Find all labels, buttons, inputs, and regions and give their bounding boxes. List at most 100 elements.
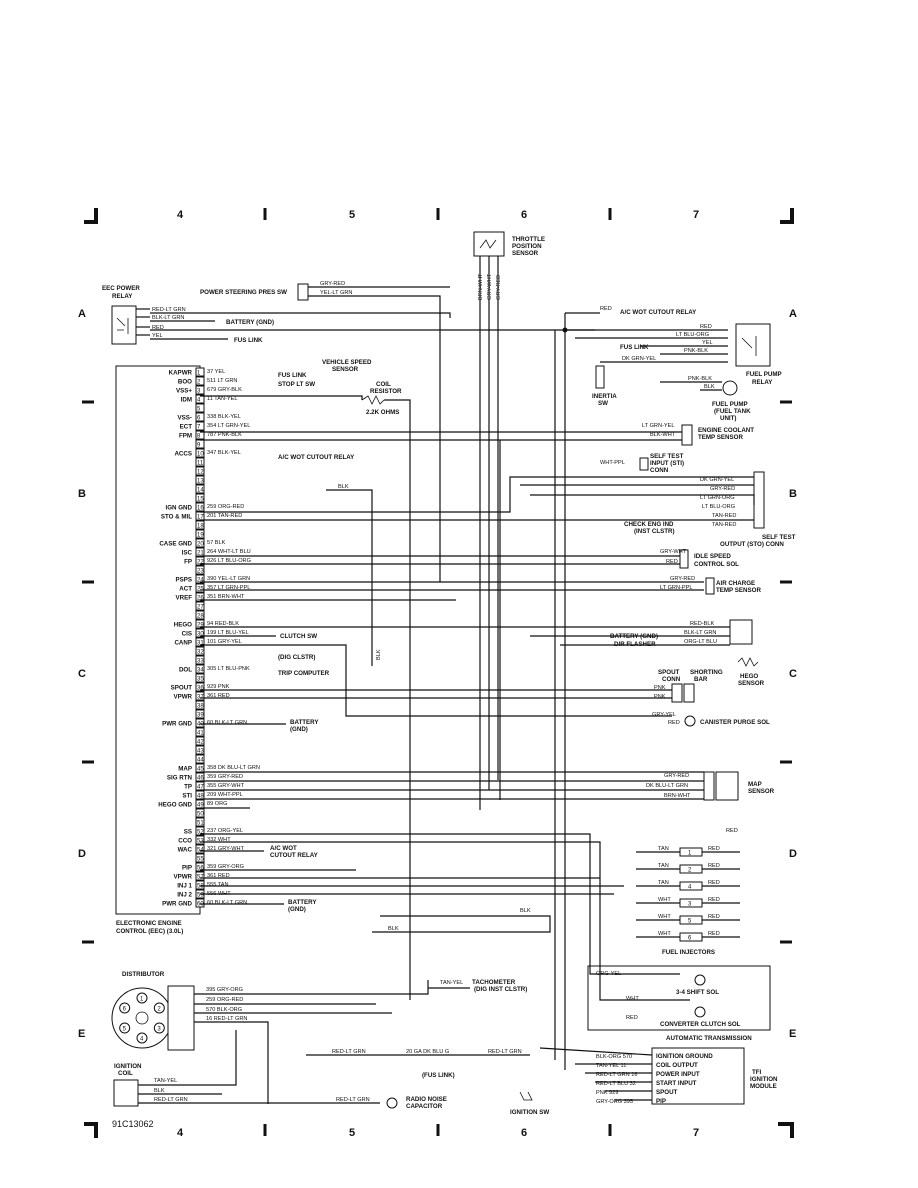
eec-pin-function: ISC: [182, 550, 193, 557]
eec-pin-function: KAPWR: [169, 370, 193, 377]
eec-pin-wire: 358 DK BLU-LT GRN: [207, 765, 260, 771]
eec-pin-box: [195, 538, 205, 548]
power-steering-label: POWER STEERING PRES SW: [200, 289, 287, 296]
battery-gnd-top: BATTERY (GND): [226, 319, 274, 326]
blk-4: BLK: [388, 926, 399, 932]
eec-pin-number: 23: [197, 569, 204, 575]
coil-resistor-label-1: COIL: [376, 381, 391, 388]
injector-number: 3: [688, 902, 692, 908]
routing-wires: [200, 395, 755, 1101]
eec-pin-function: CIS: [182, 631, 192, 638]
act-wire-2: LT GRN-PPL: [660, 585, 692, 591]
distributor-terminal: 6: [119, 1002, 131, 1014]
eec-module-label-1: ELECTRONIC ENGINE: [116, 920, 182, 927]
col-label-top-5: 5: [349, 209, 355, 221]
shorting-bar: [683, 683, 695, 703]
tps-wire-3: GRY-RED: [496, 275, 502, 300]
eec-pin-number: 36: [197, 686, 204, 692]
battery-gnd-pin40-2: (GND): [290, 726, 308, 733]
distributor-label: DISTRIBUTOR: [122, 971, 165, 978]
ect-label-2: TEMP SENSOR: [698, 434, 743, 441]
fr-wire-3: YEL: [702, 340, 713, 346]
eec-pin-row: 42: [195, 736, 205, 746]
col-label-bottom-7: 7: [693, 1127, 699, 1139]
eec-pin-box: [195, 502, 205, 512]
tfi-pin-label: IGNITION GROUND: [656, 1053, 713, 1060]
eec-pin-box: [195, 619, 205, 629]
fuel-pump-relay-label-2: RELAY: [752, 379, 773, 386]
tfi-pin-wire: TAN-YEL 11: [596, 1063, 626, 1069]
eec-pin-box: [195, 367, 205, 377]
col-label-bottom-6: 6: [521, 1127, 527, 1139]
eec-pin-number: 18: [197, 524, 204, 530]
eec-pin-row: 50: [195, 808, 205, 818]
sto-wire-5: TAN-RED: [712, 513, 736, 519]
col-label-bottom-4: 4: [177, 1127, 184, 1139]
eec-pin-wire: 926 LT BLU-ORG: [207, 558, 251, 564]
eec-pin-box: [195, 646, 205, 656]
coil-wire-2: BLK: [154, 1088, 165, 1094]
sti-label-1: SELF TEST: [650, 453, 684, 460]
spout-conn-label-1: SPOUT: [658, 669, 680, 676]
eec-pin-number: 2: [197, 380, 201, 386]
eec-pin-wire: 361 RED: [207, 693, 230, 699]
eec-pin-box: [195, 817, 205, 827]
eec-pin-number: 46: [197, 776, 204, 782]
fus-link-right: FUS LINK: [620, 344, 649, 351]
eec-pin-number: 48: [197, 794, 204, 800]
ect-wire-1: LT GRN-YEL: [642, 423, 674, 429]
eec-pin-box: [195, 664, 205, 674]
injector-left-wire: WHT: [658, 914, 671, 920]
tfi-pin-label: PIP: [656, 1098, 666, 1105]
eec-pin-function: MAP: [178, 766, 192, 773]
eec-power-relay-label-1: EEC POWER: [102, 285, 140, 292]
eec-pin-number: 30: [197, 632, 204, 638]
eec-pin-box: [195, 682, 205, 692]
canister-purge-sol: [684, 715, 696, 727]
battery-gnd-pin60-1: BATTERY: [288, 899, 317, 906]
eec-pin-number: 9: [197, 443, 201, 449]
eec-pin-number: 49: [197, 803, 204, 809]
eec-pin-row: 35: [195, 673, 205, 683]
converter-sol-label: CONVERTER CLUTCH SOL: [660, 1021, 741, 1028]
col-label-bottom-5: 5: [349, 1127, 355, 1139]
eec-pin-number: 1: [197, 371, 201, 377]
isc-wire-2: RED: [666, 559, 678, 565]
distributor-terminal-number: 2: [157, 1007, 161, 1013]
red-lt-grn-1: RED-LT GRN: [332, 1049, 366, 1055]
act-label-2: TEMP SENSOR: [716, 587, 761, 594]
eec-pin-box: [195, 835, 205, 845]
eec-pin-row: 18: [195, 520, 205, 530]
col-label-top-7: 7: [693, 209, 699, 221]
corner-marks: [84, 208, 794, 1138]
injector-right-wire: RED: [708, 880, 720, 886]
radio-cap-label-1: RADIO NOISE: [406, 1096, 447, 1103]
eec-module-label-2: CONTROL (EEC) (3.0L): [116, 928, 183, 935]
coil-resistor: [361, 395, 385, 405]
eec-pin-box: [195, 592, 205, 602]
injector-number: 5: [688, 919, 692, 925]
eec-pin-wire: 60 BLK-LT GRN: [207, 720, 247, 726]
eec-pin-row: 43: [195, 745, 205, 755]
tps-wire-2: GRY-WHT: [487, 273, 493, 300]
eec-pin-box: [195, 412, 205, 422]
pump-wire-2: BLK: [704, 384, 715, 390]
tfi-label-3: MODULE: [750, 1083, 777, 1090]
hego-label-2: SENSOR: [738, 680, 765, 687]
shift-sol-icon: [694, 974, 706, 986]
injector-left-wire: TAN: [658, 880, 669, 886]
distributor-terminal: 4: [136, 1032, 148, 1044]
eec-pin-row: 23: [195, 565, 205, 575]
